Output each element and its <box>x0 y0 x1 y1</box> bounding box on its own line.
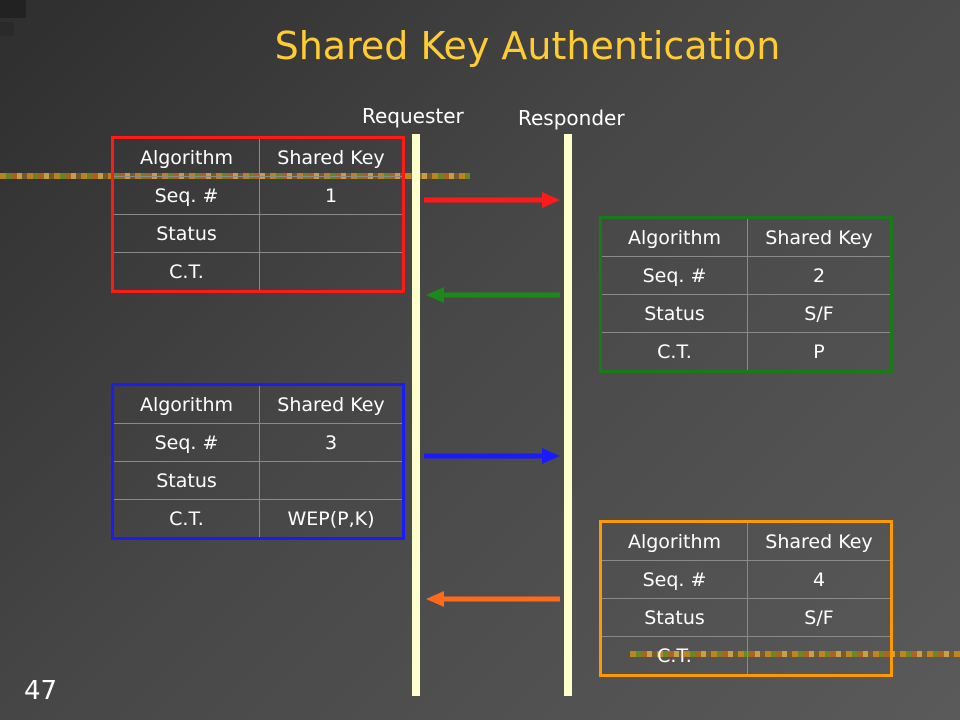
corner-decoration <box>0 22 14 36</box>
field-name: Status <box>600 598 748 637</box>
table-row: Status S/F <box>600 294 892 333</box>
message-2-arrow-head <box>426 287 444 303</box>
field-value: 3 <box>259 423 404 462</box>
field-value <box>747 636 892 676</box>
table-row: Algorithm Shared Key <box>600 521 892 561</box>
responder-label: Responder <box>518 106 625 130</box>
table-row: C.T. P <box>600 332 892 372</box>
field-name: Seq. # <box>112 423 260 462</box>
field-value: 2 <box>747 256 892 295</box>
requester-lifeline <box>412 134 420 696</box>
arrow-right-icon <box>424 448 560 464</box>
field-name: Algorithm <box>600 521 748 561</box>
field-name: Algorithm <box>112 137 260 177</box>
field-name: Seq. # <box>600 256 748 295</box>
field-name: Seq. # <box>112 176 260 215</box>
slide-title: Shared Key Authentication <box>274 24 781 68</box>
table-row: C.T. WEP(P,K) <box>112 499 404 539</box>
responder-lifeline <box>564 134 572 696</box>
field-name: Status <box>112 461 260 500</box>
field-name: Seq. # <box>600 560 748 599</box>
field-name: Status <box>600 294 748 333</box>
table-row: Status S/F <box>600 598 892 637</box>
field-value: 1 <box>259 176 404 215</box>
frame-table-2: Algorithm Shared Key Seq. # 2 Status S/F… <box>599 216 893 373</box>
table-row: Algorithm Shared Key <box>600 217 892 257</box>
table-row: Status <box>112 214 404 253</box>
table-row: Algorithm Shared Key <box>112 384 404 424</box>
table-row: Seq. # 3 <box>112 423 404 462</box>
table-row: Status <box>112 461 404 500</box>
field-value <box>259 252 404 292</box>
field-value: S/F <box>747 294 892 333</box>
page-number: 47 <box>24 676 58 706</box>
field-name: C.T. <box>600 332 748 372</box>
field-value: Shared Key <box>747 217 892 257</box>
field-name: Status <box>112 214 260 253</box>
arrow-left-icon <box>426 287 560 303</box>
field-value: S/F <box>747 598 892 637</box>
message-1-arrow-head <box>542 192 560 208</box>
requester-label: Requester <box>362 104 464 128</box>
table-row: Seq. # 2 <box>600 256 892 295</box>
message-3-arrow-head <box>542 448 560 464</box>
frame-table-1: Algorithm Shared Key Seq. # 1 Status C.T… <box>111 136 405 293</box>
field-value: 4 <box>747 560 892 599</box>
arrow-right-icon <box>424 192 560 208</box>
table-row: Algorithm Shared Key <box>112 137 404 177</box>
arrow-left-icon <box>426 591 560 607</box>
corner-decoration <box>0 0 26 18</box>
frame-table-3: Algorithm Shared Key Seq. # 3 Status C.T… <box>111 383 405 540</box>
field-name: Algorithm <box>112 384 260 424</box>
message-4-arrow-head <box>426 591 444 607</box>
field-name: C.T. <box>112 252 260 292</box>
field-name: Algorithm <box>600 217 748 257</box>
table-row: Seq. # 1 <box>112 176 404 215</box>
field-name: C.T. <box>112 499 260 539</box>
table-row: C.T. <box>112 252 404 292</box>
field-value: Shared Key <box>747 521 892 561</box>
field-value <box>259 461 404 500</box>
table-row: C.T. <box>600 636 892 676</box>
table-row: Seq. # 4 <box>600 560 892 599</box>
field-value: P <box>747 332 892 372</box>
field-name: C.T. <box>600 636 748 676</box>
field-value: Shared Key <box>259 384 404 424</box>
field-value: Shared Key <box>259 137 404 177</box>
frame-table-4: Algorithm Shared Key Seq. # 4 Status S/F… <box>599 520 893 677</box>
field-value <box>259 214 404 253</box>
field-value: WEP(P,K) <box>259 499 404 539</box>
